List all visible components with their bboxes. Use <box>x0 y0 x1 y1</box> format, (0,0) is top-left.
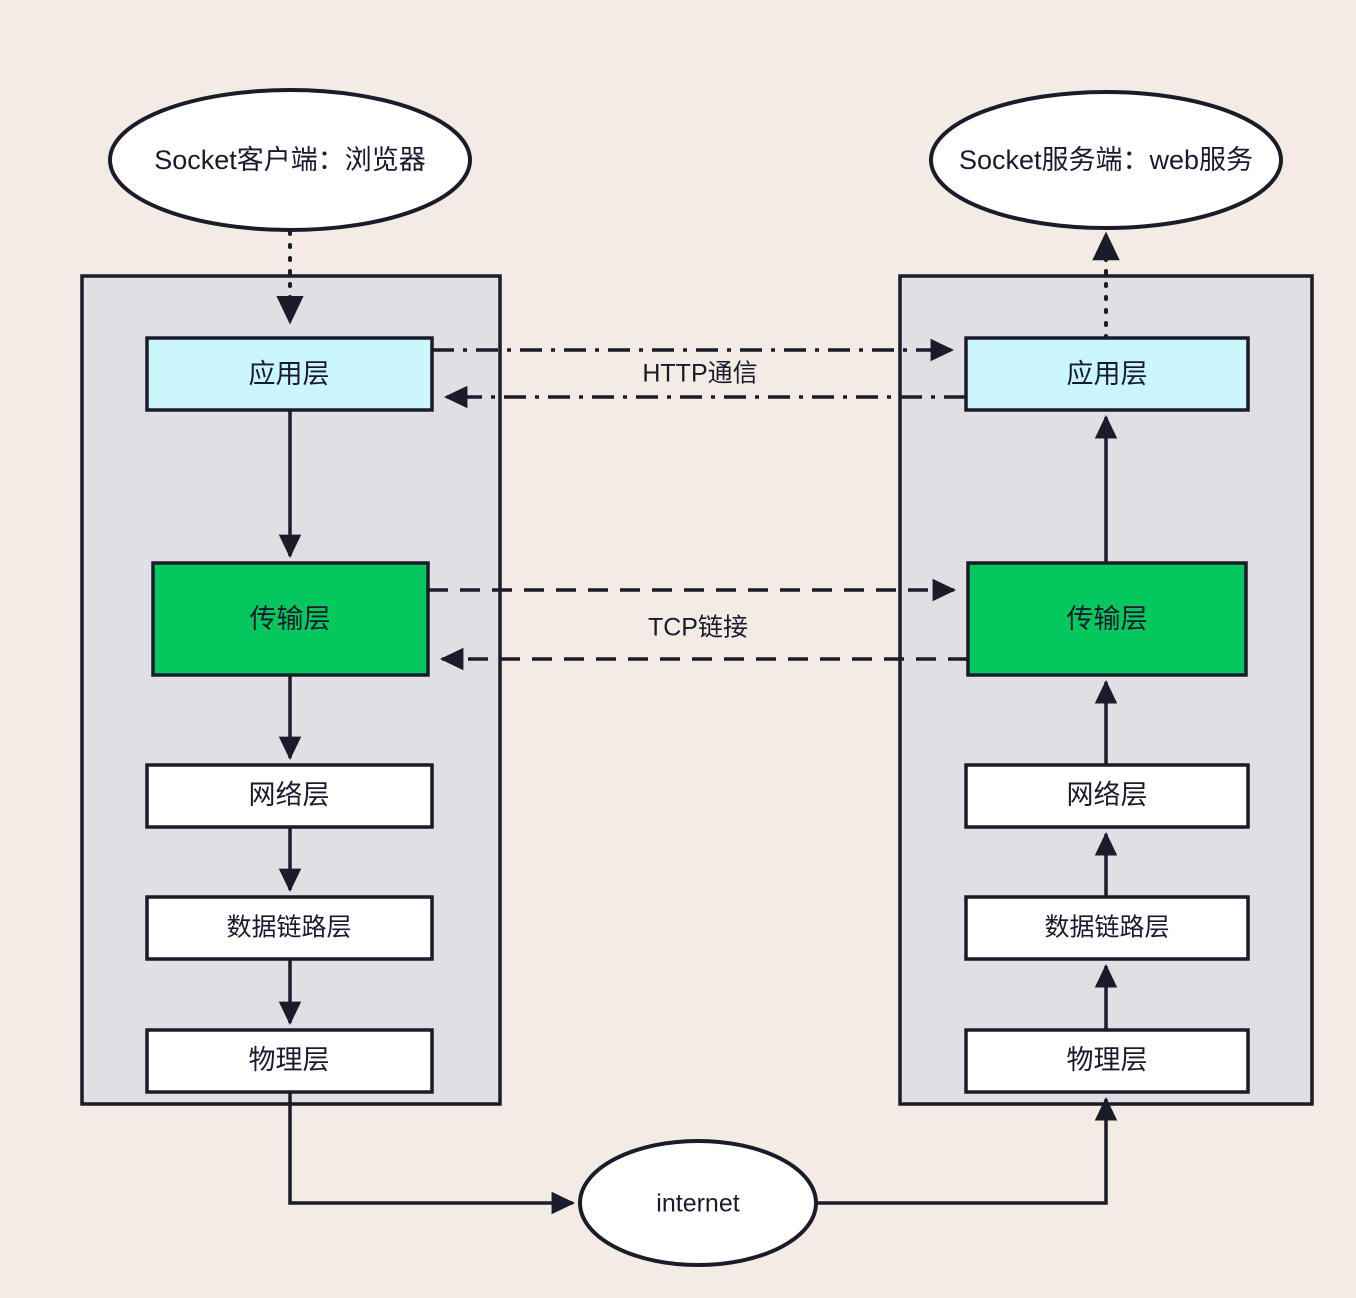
client-layer-physical-box[interactable] <box>145 1028 434 1094</box>
server-layer-datalink-box[interactable] <box>964 895 1250 961</box>
server-layer-application-box[interactable] <box>964 336 1250 412</box>
server-layer-network-label: 网络层 <box>1067 780 1148 810</box>
internet-to-server-physical-arrow <box>816 1096 1118 1205</box>
server-endpoint-label: Socket服务端：web服务 <box>959 145 1253 175</box>
server-layer-physical-label: 物理层 <box>1067 1045 1148 1075</box>
client-physical-to-internet-arrow <box>288 1092 576 1215</box>
server-layer-physical-box[interactable] <box>964 1028 1250 1094</box>
tcp-link-label: TCP链接 <box>648 614 748 642</box>
http-link-label: HTTP通信 <box>642 360 757 388</box>
internet-cloud-label: internet <box>656 1190 739 1218</box>
client-layer-network-label: 网络层 <box>249 780 330 810</box>
client-layer-physical-label: 物理层 <box>249 1045 330 1075</box>
client-layer-transport-box[interactable] <box>151 561 430 677</box>
server-layer-transport-label: 传输层 <box>1067 604 1148 634</box>
client-layer-application-box[interactable] <box>145 336 434 412</box>
client-layer-application-label: 应用层 <box>249 359 330 389</box>
server-endpoint-ellipse[interactable] <box>929 90 1283 230</box>
client-layer-transport-label: 传输层 <box>250 604 331 634</box>
server-layer-datalink-label: 数据链路层 <box>1044 914 1169 942</box>
server-layer-application-label: 应用层 <box>1067 359 1148 389</box>
client-endpoint-label: Socket客户端：浏览器 <box>154 145 426 175</box>
server-layer-transport-box[interactable] <box>966 561 1248 677</box>
client-layer-datalink-label: 数据链路层 <box>226 914 351 942</box>
client-layer-network-box[interactable] <box>145 763 434 829</box>
client-layer-datalink-box[interactable] <box>145 895 434 961</box>
